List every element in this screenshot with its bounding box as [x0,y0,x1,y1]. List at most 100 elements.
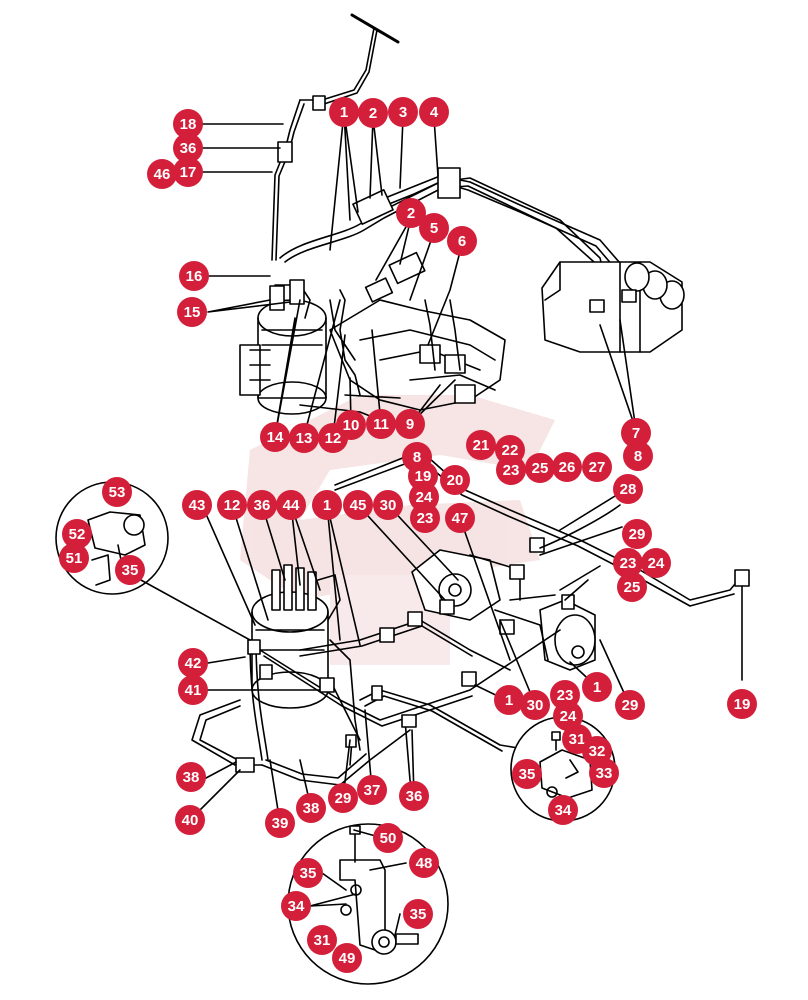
callout-number: 26 [559,459,576,476]
callout-9: 9 [395,409,425,439]
callout-44: 44 [276,490,306,520]
callout-2: 2 [358,98,388,128]
callout-marker [178,675,208,705]
callout-40: 40 [175,805,205,835]
callout-25: 25 [617,572,647,602]
callout-number: 17 [180,164,197,181]
callout-number: 23 [503,462,520,479]
callout-marker [276,490,306,520]
callout-29: 29 [615,690,645,720]
callout-marker [621,418,651,448]
callout-29: 29 [328,783,358,813]
callout-number: 18 [180,116,197,133]
callout-number: 25 [532,460,549,477]
callout-marker [312,490,342,520]
callout-number: 36 [406,788,423,805]
callout-number: 35 [410,906,427,923]
callout-marker [494,685,524,715]
callout-number: 2 [407,205,415,222]
callout-19: 19 [727,689,757,719]
callout-number: 12 [325,430,342,447]
callout-18: 18 [173,109,203,139]
callout-51: 51 [59,543,89,573]
callout-10: 10 [336,410,366,440]
callout-marker [357,775,387,805]
callout-marker [388,97,418,127]
callout-marker [525,453,555,483]
callout-marker [179,261,209,291]
callout-marker [177,297,207,327]
callout-marker [727,689,757,719]
callout-number: 43 [189,497,206,514]
callout-number: 34 [555,802,572,819]
callout-41: 41 [178,675,208,705]
callout-marker [343,490,373,520]
callout-number: 48 [416,855,433,872]
callout-24: 24 [641,548,671,578]
callout-12: 12 [217,490,247,520]
callout-marker [396,198,426,228]
callout-marker [553,701,583,731]
callout-52: 52 [62,519,92,549]
callout-marker [447,226,477,256]
callout-number: 36 [254,497,271,514]
callout-marker [395,409,425,439]
callout-number: 32 [589,743,606,760]
callout-number: 35 [122,562,139,579]
callout-39: 39 [265,808,295,838]
callout-marker [373,823,403,853]
callout-marker [373,490,403,520]
callout-number: 38 [183,769,200,786]
callout-number: 1 [323,497,331,514]
callout-34: 34 [281,891,311,921]
callout-marker [217,490,247,520]
callout-marker [409,848,439,878]
callout-28: 28 [613,474,643,504]
callout-number: 20 [447,472,464,489]
callout-number: 50 [380,830,397,847]
callout-number: 27 [589,459,606,476]
callout-38: 38 [296,793,326,823]
callout-marker [520,690,550,720]
callout-number: 38 [303,800,320,817]
callout-number: 40 [182,812,199,829]
callout-marker [329,97,359,127]
callout-15: 15 [177,297,207,327]
callout-number: 24 [648,555,665,572]
callout-26: 26 [552,452,582,482]
callout-13: 13 [289,423,319,453]
callout-marker [419,213,449,243]
callout-33: 33 [589,758,619,788]
callout-25: 25 [525,453,555,483]
callout-6: 6 [447,226,477,256]
callout-23: 23 [496,455,526,485]
callout-marker [548,795,578,825]
callout-23: 23 [410,503,440,533]
callout-35: 35 [403,899,433,929]
callout-number: 25 [624,579,641,596]
callout-marker [173,157,203,187]
callout-36: 36 [399,781,429,811]
callout-43: 43 [182,490,212,520]
callout-number: 29 [335,790,352,807]
callout-marker [175,805,205,835]
callout-31: 31 [307,925,337,955]
callout-30: 30 [373,490,403,520]
callout-marker [366,409,396,439]
callout-11: 11 [366,409,396,439]
callout-number: 49 [339,950,356,967]
callout-27: 27 [582,452,612,482]
callout-36: 36 [247,490,277,520]
callout-marker [622,519,652,549]
callout-49: 49 [332,943,362,973]
callout-number: 31 [314,932,331,949]
callout-marker [293,858,323,888]
callout-number: 1 [505,692,513,709]
callout-marker [296,793,326,823]
callout-number: 10 [343,417,360,434]
callout-number: 11 [373,416,389,433]
callout-number: 45 [350,497,367,514]
callout-24: 24 [553,701,583,731]
callout-marker [147,159,177,189]
